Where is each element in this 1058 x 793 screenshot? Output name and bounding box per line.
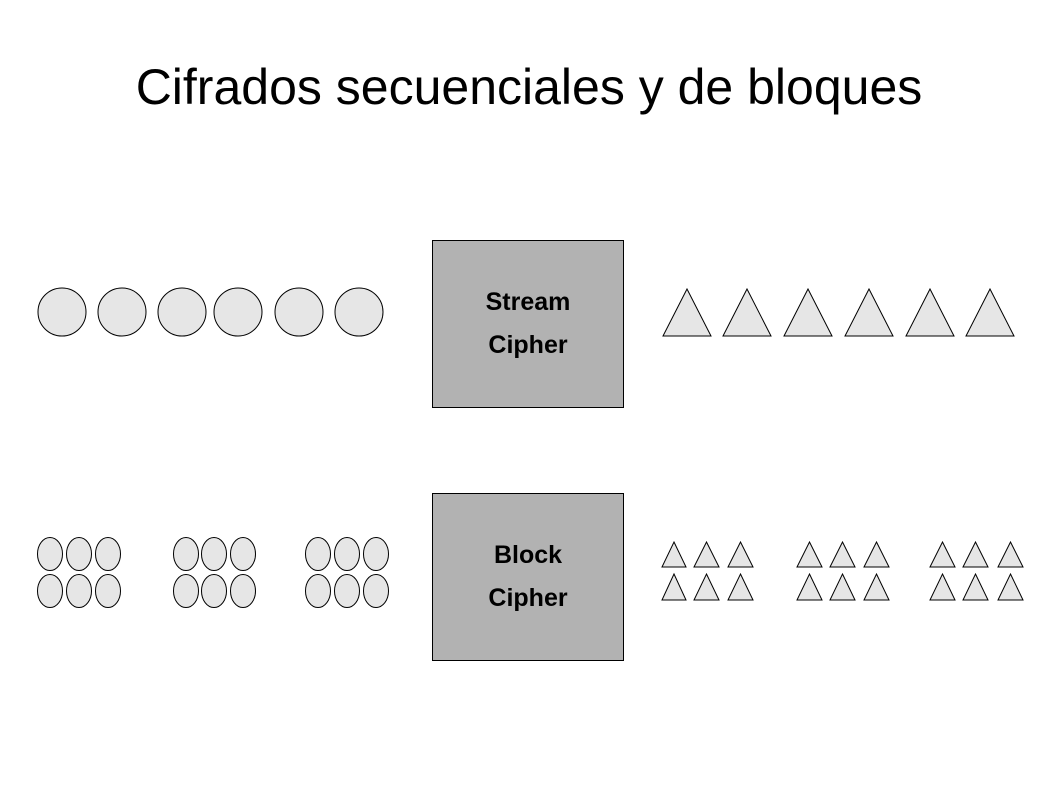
block-cipher-label-line2: Cipher <box>488 584 568 612</box>
stream-output-triangle-icon <box>722 287 772 337</box>
block-output-triangle-icon <box>829 540 856 568</box>
block-input-circle-icon <box>334 537 360 571</box>
block-output-triangle-icon <box>693 540 720 568</box>
block-output-triangle-icon <box>693 572 720 601</box>
block-output-triangle-icon <box>796 572 823 601</box>
block-output-triangle-icon <box>929 540 956 568</box>
block-output-triangle-icon <box>727 572 754 601</box>
block-input-circle-icon <box>363 574 389 608</box>
block-output-triangle-icon <box>997 540 1024 568</box>
block-input-circle-icon <box>363 537 389 571</box>
stream-output-triangle-icon <box>844 287 894 337</box>
stream-output-triangle-icon <box>905 287 955 337</box>
block-cipher-label-line1: Block <box>493 541 563 569</box>
block-output-triangle-icon <box>962 540 989 568</box>
block-output-triangle-icon <box>727 540 754 568</box>
block-input-circle-icon <box>66 537 92 571</box>
slide-title: Cifrados secuenciales y de bloques <box>135 59 923 115</box>
block-input-circle-icon <box>201 537 227 571</box>
stream-input-circle-icon <box>97 287 147 337</box>
stream-input-circle-icon <box>274 287 324 337</box>
block-input-circle-icon <box>37 574 63 608</box>
block-input-circle-icon <box>230 537 256 571</box>
stream-cipher-label-line1: Stream <box>485 288 571 316</box>
block-output-triangle-icon <box>661 572 687 601</box>
block-output-triangle-icon <box>796 540 823 568</box>
block-input-circle-icon <box>305 537 331 571</box>
block-input-circle-icon <box>173 574 199 608</box>
block-cipher-box: Block Cipher <box>432 493 624 661</box>
block-output-triangle-icon <box>863 572 890 601</box>
block-input-circle-icon <box>305 574 331 608</box>
block-input-circle-icon <box>334 574 360 608</box>
block-input-circle-icon <box>95 537 121 571</box>
stream-output-triangle-icon <box>783 287 833 337</box>
block-output-triangle-icon <box>962 572 989 601</box>
stream-cipher-label-line2: Cipher <box>488 331 568 359</box>
stream-input-circle-icon <box>157 287 207 337</box>
block-output-triangle-icon <box>863 540 890 568</box>
block-input-circle-icon <box>173 537 199 571</box>
stream-input-circle-icon <box>213 287 263 337</box>
stream-input-circle-icon <box>37 287 87 337</box>
block-input-circle-icon <box>230 574 256 608</box>
stream-output-triangle-icon <box>965 287 1015 337</box>
block-output-triangle-icon <box>829 572 856 601</box>
stream-output-triangle-icon <box>662 287 712 337</box>
block-input-circle-icon <box>201 574 227 608</box>
stream-cipher-box: Stream Cipher <box>432 240 624 408</box>
block-input-circle-icon <box>37 537 63 571</box>
block-output-triangle-icon <box>929 572 956 601</box>
stream-input-circle-icon <box>334 287 384 337</box>
block-output-triangle-icon <box>997 572 1024 601</box>
block-input-circle-icon <box>66 574 92 608</box>
block-output-triangle-icon <box>661 540 687 568</box>
block-input-circle-icon <box>95 574 121 608</box>
